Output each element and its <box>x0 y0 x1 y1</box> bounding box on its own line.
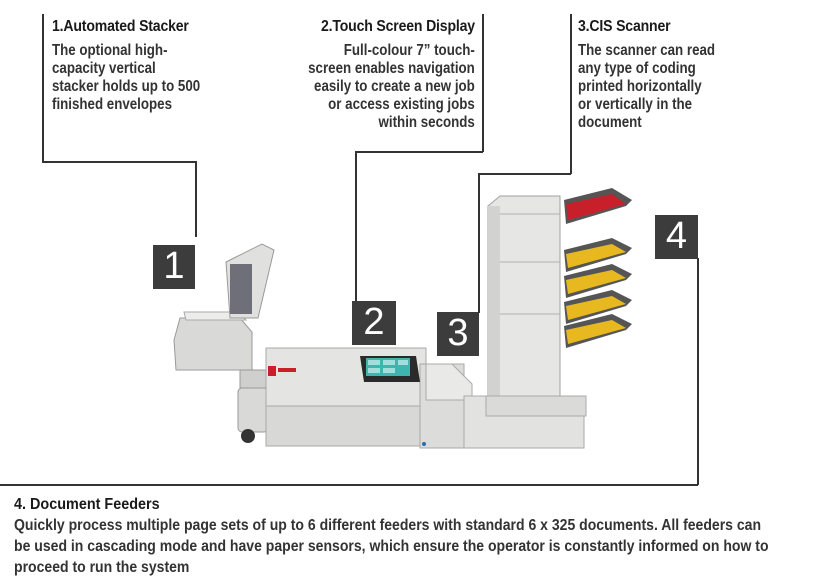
top-tray <box>564 188 632 224</box>
scanner-connector-drop <box>478 173 480 313</box>
stacker-description: The optional high- capacity vertical sta… <box>52 42 200 114</box>
touch-screen <box>360 356 420 382</box>
base-unit <box>265 347 585 449</box>
touchscreen-line: screen enables navigation <box>308 60 475 77</box>
feeders-connector-horizontal <box>0 484 698 486</box>
stacker-line: stacker holds up to 500 <box>52 78 201 95</box>
stacker-title: 1.Automated Stacker <box>52 18 189 35</box>
stacker-line: capacity vertical <box>52 60 156 77</box>
feeders-title: 4. Document Feeders <box>14 496 160 513</box>
scanner-title: 3.CIS Scanner <box>578 18 671 35</box>
scanner-line: The scanner can read <box>578 42 716 59</box>
scanner-line: or vertically in the <box>578 96 693 113</box>
touchscreen-line: Full-colour 7” touch- <box>343 42 475 59</box>
feeders-connector-vertical <box>697 258 699 485</box>
stacker-connector-horizontal <box>42 161 196 163</box>
stacker-line: finished envelopes <box>52 96 173 113</box>
scanner-number-badge: 3 <box>437 312 479 356</box>
feeders-description: Quickly process multiple page sets of up… <box>14 515 819 578</box>
stacker-line: The optional high- <box>52 42 168 59</box>
feeder-tower <box>485 195 587 417</box>
scanner-line: document <box>578 114 642 131</box>
feeders-line: Quickly process multiple page sets of up… <box>14 517 762 534</box>
scanner-connector-horizontal <box>478 173 571 175</box>
feeders-number-badge: 4 <box>655 215 698 259</box>
scanner-connector-vertical <box>570 14 572 174</box>
touchscreen-number-badge: 2 <box>352 301 396 345</box>
touchscreen-connector-horizontal <box>355 151 483 153</box>
stacker-number-badge: 1 <box>153 245 195 289</box>
touchscreen-description: Full-colour 7” touch- screen enables nav… <box>308 42 475 132</box>
stacker-connector-drop <box>195 161 197 237</box>
touchscreen-line: or access existing jobs <box>328 96 475 113</box>
stacker-connector-vertical <box>42 14 44 162</box>
scanner-description: The scanner can read any type of coding … <box>578 42 715 132</box>
feeders-line: be used in cascading mode and have paper… <box>14 538 769 555</box>
touchscreen-line: easily to create a new job <box>314 78 475 95</box>
touchscreen-title: 2.Touch Screen Display <box>321 18 475 35</box>
touchscreen-connector-drop <box>355 151 357 301</box>
stacker-unit <box>173 243 275 443</box>
scanner-line: printed horizontally <box>578 78 702 95</box>
touchscreen-line: within seconds <box>378 114 475 131</box>
feeders-line: proceed to run the system <box>14 559 190 576</box>
feeder-trays <box>564 238 632 348</box>
touchscreen-connector-vertical <box>482 14 484 152</box>
scanner-line: any type of coding <box>578 60 696 77</box>
